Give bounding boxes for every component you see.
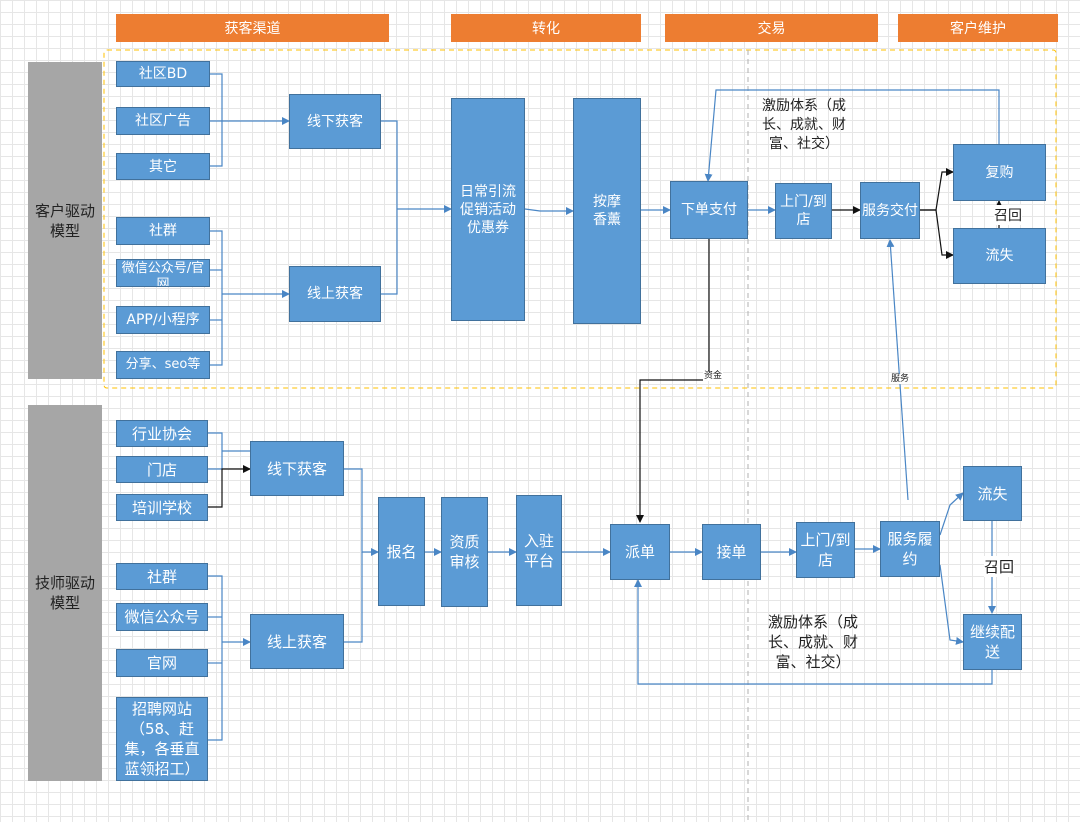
header-maintenance: 客户维护 [898,14,1058,42]
order-payment[interactable]: 下单支付 [670,181,748,239]
channel-app-miniprogram[interactable]: APP/小程序 [116,306,210,334]
dispatch-order[interactable]: 派单 [610,524,670,580]
channel-recruitment-site[interactable]: 招聘网站 （58、赶 集，各垂直 蓝领招工） [116,697,208,781]
accept-order[interactable]: 接单 [702,524,761,580]
channel-wechat-website[interactable]: 微信公众号/官网 [116,259,210,287]
channel-community-group[interactable]: 社群 [116,217,210,245]
service-fulfillment[interactable]: 服务履 约 [880,521,940,577]
channel-store[interactable]: 门店 [116,456,208,483]
daily-promotion-coupon[interactable]: 日常引流 促销活动 优惠券 [451,98,525,321]
customer-online-acquisition[interactable]: 线上获客 [289,266,381,322]
massage-aroma[interactable]: 按摩 香薰 [573,98,641,324]
channel-training-school[interactable]: 培训学校 [116,494,208,521]
channel-share-seo[interactable]: 分享、seo等 [116,351,210,379]
header-acquisition: 获客渠道 [116,14,389,42]
channel-website[interactable]: 官网 [116,649,208,677]
channel-other[interactable]: 其它 [116,153,210,180]
channel-community-ads[interactable]: 社区广告 [116,107,210,135]
signup[interactable]: 报名 [378,497,425,606]
tech-churn[interactable]: 流失 [963,466,1022,521]
channel-tech-community[interactable]: 社群 [116,563,208,590]
customer-group-border [103,49,1057,389]
header-conversion: 转化 [451,14,641,42]
repurchase[interactable]: 复购 [953,144,1046,201]
tech-online-acquisition[interactable]: 线上获客 [250,614,344,669]
customer-recall-label: 召回 [994,205,1022,225]
service-label: 服务 [890,374,911,384]
tech-incentive-note: 激励体系（成 长、成就、财 富、社交） [767,613,858,671]
continue-delivery[interactable]: 继续配 送 [963,614,1022,670]
qualification-review[interactable]: 资质 审核 [441,497,488,607]
tech-onsite[interactable]: 上门/到 店 [796,522,855,578]
customer-model-label: 客户驱动 模型 [28,62,102,379]
customer-onsite[interactable]: 上门/到 店 [775,183,832,239]
funds-label: 资金 [703,371,724,381]
join-platform[interactable]: 入驻 平台 [516,495,562,606]
tech-recall-label: 召回 [984,556,1015,577]
customer-incentive-note: 激励体系（成 长、成就、财 富、社交） [762,98,846,152]
tech-offline-acquisition[interactable]: 线下获客 [250,441,344,496]
tech-model-label: 技师驱动 模型 [28,405,102,781]
channel-industry-association[interactable]: 行业协会 [116,420,208,447]
customer-churn[interactable]: 流失 [953,228,1046,284]
customer-offline-acquisition[interactable]: 线下获客 [289,94,381,149]
header-transaction: 交易 [665,14,878,42]
service-delivery[interactable]: 服务交付 [860,182,920,239]
channel-wechat-official[interactable]: 微信公众号 [116,603,208,631]
channel-community-bd[interactable]: 社区BD [116,61,210,87]
